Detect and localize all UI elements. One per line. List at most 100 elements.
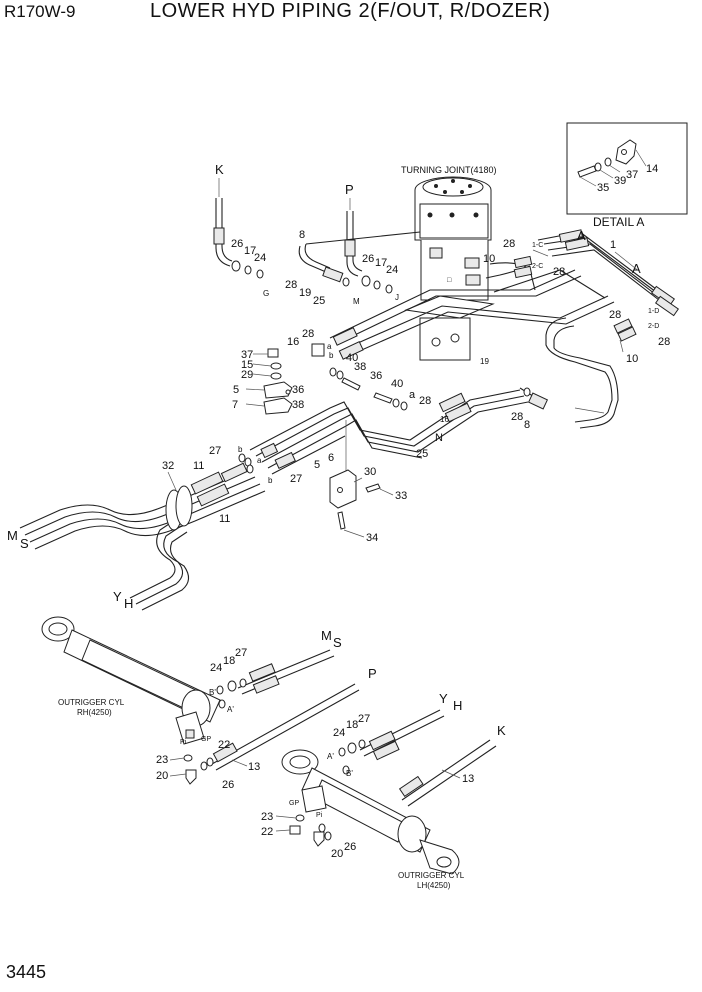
port-b-mid: b: [329, 351, 334, 360]
callout-14: 14: [646, 163, 658, 175]
turning-joint: TURNING JOINT(4180) □ 19: [401, 165, 497, 366]
clamp-parts: 37 15 29 5 7 36 38: [232, 348, 304, 415]
detail-a-box: 14 35 39 37 DETAIL A: [566, 122, 688, 229]
callout-28-r4: 28: [658, 336, 670, 348]
main-hose-bundle: 28 16 a b: [287, 269, 615, 360]
callout-28-low: N: [435, 432, 443, 444]
port-2c: 2-C: [532, 263, 543, 270]
callout-32: 32: [162, 460, 174, 472]
callout-1-r: 1: [610, 239, 616, 251]
callout-16-low: 25: [416, 448, 428, 460]
port-1d: 1-D: [648, 308, 659, 315]
rh-port-b: B': [209, 688, 216, 697]
right-hoses: 28 A 1 1-C 2-C 10 28 A 28 1-D 2-D 28 10: [483, 228, 680, 429]
label-h-left: H: [124, 596, 133, 611]
rh-label-m: M: [321, 628, 332, 643]
callout-34: 34: [366, 532, 378, 544]
callout-a-r2: A: [632, 261, 641, 276]
port-a-mid: a: [327, 342, 332, 351]
lh-callout-24: 24: [333, 727, 345, 739]
callout-28-mid: 28: [302, 328, 314, 340]
lh-callout-22: 22: [261, 826, 273, 838]
lh-port-gp: GP: [289, 800, 299, 807]
callout-33: 33: [395, 490, 407, 502]
rh-port-a: A': [227, 705, 234, 714]
callout-5b: 5: [314, 459, 320, 471]
model-code: R170W-9: [4, 2, 76, 21]
callout-26b: 26: [362, 253, 374, 265]
center-long-hoses: 16 N 25 28 8: [249, 387, 605, 475]
lh-port-a: A': [327, 752, 334, 761]
lh-callout-23: 23: [261, 811, 273, 823]
callout-8-top: 8: [299, 229, 305, 241]
detail-a-label: DETAIL A: [593, 215, 644, 229]
callout-7: 38: [292, 399, 304, 411]
svg-text:□: □: [447, 277, 452, 284]
lh-callout-27: 27: [358, 713, 370, 725]
callout-28-r2: 28: [553, 266, 565, 278]
callout-6: 6: [328, 452, 334, 464]
port-a-ll: a: [257, 456, 262, 465]
label-s-left: S: [20, 536, 29, 551]
callout-39-m: 15: [241, 359, 253, 371]
rh-label-line2: RH(4250): [77, 708, 112, 717]
lh-callout-26: 26: [344, 841, 356, 853]
callout-36b: 40: [391, 378, 403, 390]
rh-label-line1: OUTRIGGER CYL: [58, 698, 125, 707]
lh-port-b: B': [346, 769, 353, 778]
port-m: M: [353, 297, 360, 306]
lh-label-y: Y: [439, 691, 448, 706]
callout-40b: 28: [419, 395, 431, 407]
callout-25-low: 28: [511, 411, 523, 423]
rh-port-pi: Pi: [180, 739, 187, 746]
lh-label-line2: LH(4250): [417, 881, 451, 890]
label-p-top: P: [345, 182, 354, 197]
bracket-30: 30 33 34: [329, 420, 407, 544]
callout-26a: 26: [231, 238, 243, 250]
rh-callout-26: 26: [222, 779, 234, 791]
callout-a-r1: A: [577, 228, 586, 243]
port-g: G: [263, 289, 269, 298]
callout-16-mid: 16: [287, 336, 299, 348]
callout-10-r1: 10: [483, 253, 495, 265]
callout-27-ll2: 27: [290, 473, 302, 485]
callout-30: 30: [364, 466, 376, 478]
label-k-top: K: [215, 162, 224, 177]
callout-38b: a: [409, 389, 416, 401]
port-n: 19: [480, 357, 489, 366]
callout-35: 35: [597, 182, 609, 194]
lh-label-k: K: [497, 723, 506, 738]
rh-callout-18: 18: [223, 655, 235, 667]
callout-38a: 38: [354, 361, 366, 373]
lh-label-line1: OUTRIGGER CYL: [398, 871, 465, 880]
callout-28a: 28: [285, 279, 297, 291]
label-y-left: Y: [113, 589, 122, 604]
center-bolts: 40 38 36 40 a 28: [329, 352, 431, 411]
callout-15: 5: [233, 384, 239, 396]
port-j: J: [395, 293, 399, 302]
page-number: 3445: [6, 962, 47, 982]
label-m-left: M: [7, 528, 18, 543]
rh-callout-24: 24: [210, 662, 222, 674]
callout-24a: 24: [254, 252, 266, 264]
rh-callout-13: 13: [248, 761, 260, 773]
turning-joint-label: TURNING JOINT(4180): [401, 165, 497, 175]
port-a-low: 16: [440, 415, 449, 424]
callout-25a: 25: [313, 295, 325, 307]
k-p-risers: K P 26 17 24 26 17 24 G M J: [213, 162, 399, 306]
callout-39: 39: [614, 175, 626, 187]
rh-port-gp: GP: [201, 736, 211, 743]
callout-5a: 36: [292, 384, 304, 396]
callout-17a: 17: [244, 245, 256, 257]
callout-17b: 17: [375, 257, 387, 269]
port-b-ll: b: [238, 445, 243, 454]
lh-port-pi: Pi: [316, 812, 323, 819]
callout-36a: 36: [370, 370, 382, 382]
lh-callout-13: 13: [462, 773, 474, 785]
outrigger-cyl-lh: OUTRIGGER CYL LH(4250) Y H 24 18 27 A' B…: [261, 691, 506, 890]
lh-callout-20: 20: [331, 848, 343, 860]
callout-40a: 40: [346, 352, 358, 364]
page-title: LOWER HYD PIPING 2(F/OUT, R/DOZER): [150, 0, 551, 22]
rh-label-s: S: [333, 635, 342, 650]
